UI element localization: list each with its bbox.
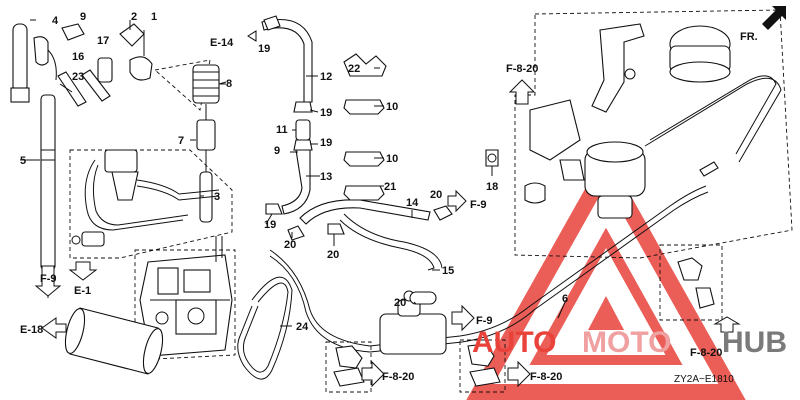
part-label-18: 18: [486, 181, 498, 193]
leader-lines: [20, 19, 567, 327]
part-label-20-a: 20: [430, 189, 442, 201]
hose-20-sensor: [379, 290, 447, 355]
reference-labels: E-14 F-9 E-1 E-18 F-9 F-9 F-8-20 F-8-20 …: [20, 31, 758, 383]
part-label-20-d: 20: [394, 297, 406, 309]
part-label-10-b: 10: [386, 153, 398, 165]
part-label-7: 7: [178, 135, 184, 147]
part-label-20-b: 20: [284, 239, 296, 251]
watermark-text: AUTO MOTO HUB: [472, 326, 787, 359]
part-label-3: 3: [214, 191, 220, 203]
part-label-11: 11: [276, 124, 288, 136]
part-label-8: 8: [226, 78, 232, 90]
part-label-20-c: 20: [327, 249, 339, 261]
reference-arrows: [34, 6, 786, 388]
watermark-logo: [466, 151, 746, 400]
part-label-24: 24: [296, 321, 309, 333]
ref-label-e18: E-18: [20, 324, 43, 336]
hose-12: [261, 18, 313, 103]
part-label-12: 12: [320, 71, 332, 83]
part-label-10-a: 10: [386, 101, 398, 113]
ref-label-f8-20-right: F-8-20: [690, 347, 722, 359]
part-number-labels: 4 9 2 1 17 16 23 8 7 3 5 19 12 22 19 10 …: [20, 11, 568, 333]
f8-20-bracket-bm: [467, 343, 501, 387]
ref-label-f9-mid: F-9: [470, 199, 487, 211]
part-label-2: 2: [131, 11, 137, 23]
clamp-set: [263, 15, 453, 241]
watermark-hub: HUB: [722, 326, 787, 359]
part-label-22: 22: [348, 63, 360, 75]
ref-label-f8-20-bm: F-8-20: [530, 371, 562, 383]
part-label-19-a: 19: [258, 43, 270, 55]
vapor-separator-assembly: [71, 149, 220, 247]
part-label-19-c: 19: [320, 137, 332, 149]
part-label-14: 14: [406, 197, 419, 209]
ref-label-e1: E-1: [74, 285, 91, 297]
top-left-fittings: [61, 23, 153, 102]
part-label-4: 4: [52, 15, 59, 27]
part-label-16: 16: [72, 51, 84, 63]
part-label-9: 9: [80, 11, 86, 23]
part-label-17: 17: [97, 35, 109, 47]
part-label-23: 23: [72, 71, 84, 83]
diagram-code: ZY2A−E1810: [674, 374, 734, 385]
part-label-13: 13: [320, 171, 332, 183]
fuel-pump-housing: [139, 236, 233, 357]
ref-label-f9-low: F-9: [476, 315, 493, 327]
f8-20-bracket-bl: [333, 345, 365, 387]
hose-24: [237, 276, 293, 380]
f8-20-bracket-right: [677, 257, 715, 309]
canister-cylinder: [64, 307, 164, 375]
ref-label-f8-20-bl: F-8-20: [382, 371, 414, 383]
ref-label-front: FR.: [740, 31, 758, 43]
hose-11-13: [281, 119, 311, 215]
evap-canister-assembly: [485, 23, 782, 219]
dashed-group-outlines: [69, 9, 793, 393]
ref-label-e14: E-14: [210, 37, 234, 49]
watermark-auto: AUTO: [472, 326, 556, 359]
part-label-1: 1: [151, 11, 157, 23]
part-label-15: 15: [442, 265, 454, 277]
part-label-21: 21: [384, 181, 396, 193]
part-label-19-d: 19: [264, 219, 276, 231]
hose-14: [299, 199, 443, 271]
part-label-19-b: 19: [320, 107, 332, 119]
ref-label-f9-left: F-9: [40, 273, 57, 285]
part-label-5: 5: [20, 155, 26, 167]
watermark-moto: MOTO: [582, 326, 671, 359]
part-label-6: 6: [562, 293, 568, 305]
ref-label-f8-20-top: F-8-20: [506, 63, 538, 75]
part-label-9-b: 9: [274, 145, 280, 157]
